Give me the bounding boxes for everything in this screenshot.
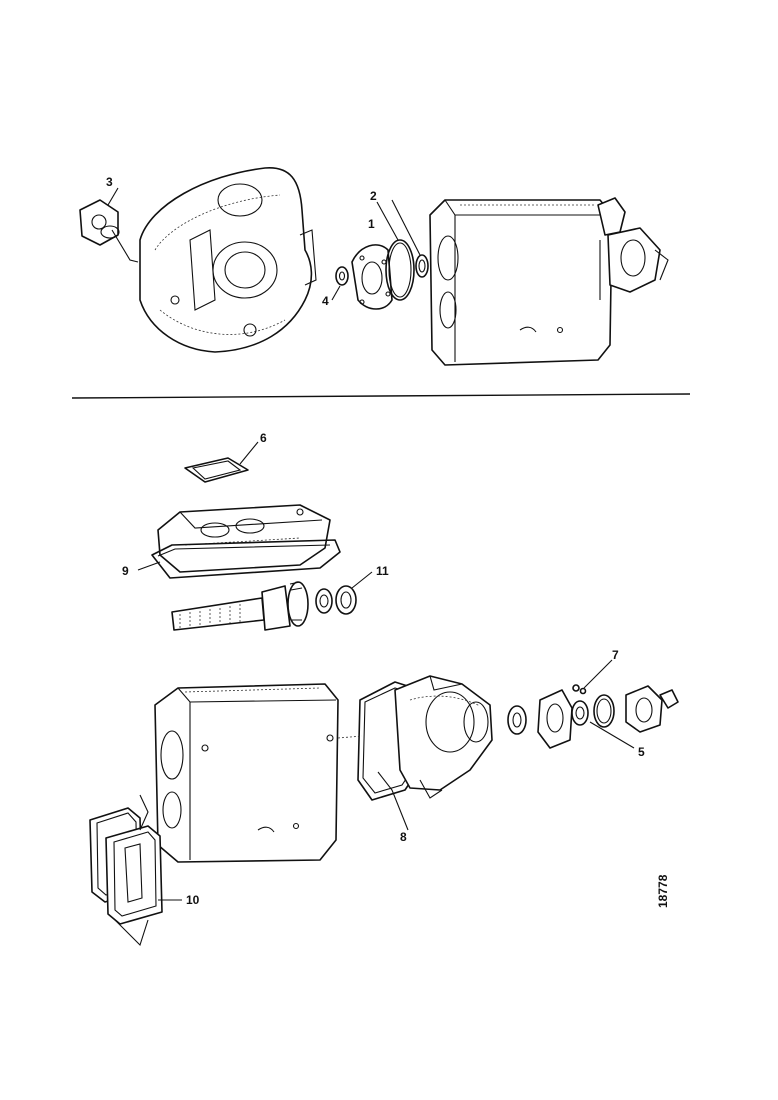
shaft-bearing [315,588,333,614]
part-6-gasket [184,457,249,483]
part-10-side-covers [89,807,163,925]
part-3-flange [79,199,120,246]
callout-6: 6 [260,431,267,445]
callout-9: 9 [122,564,129,578]
part-1-o-ring [385,239,415,301]
callout-2: 2 [370,189,377,203]
gearbox-housing-upper [429,199,613,366]
figure-reference-number: 18778 [656,874,670,908]
part-4-ring [335,266,349,286]
retaining-ring [593,694,615,728]
top-cover [157,504,331,573]
rear-housing [394,675,493,799]
callout-5: 5 [638,745,645,759]
callout-11: 11 [376,564,389,578]
rear-flange [537,689,573,749]
lower-assembly: 6 9 11 7 5 8 10 [89,431,679,947]
upper-assembly: 3 2 1 4 [79,167,669,366]
callout-3: 3 [106,175,113,189]
part-2-bearing [415,254,429,278]
callout-7: 7 [612,648,619,662]
callout-1: 1 [368,217,375,231]
part-11-seal [335,585,357,615]
gearbox-housing-lower [154,683,339,863]
part-9-cover-gasket [151,539,341,579]
callout-8: 8 [400,830,407,844]
part-5-seal [571,700,589,726]
callout-4: 4 [322,294,329,308]
bell-housing [139,167,317,353]
output-yoke [625,685,679,733]
output-flange-upper [597,197,669,300]
callout-10: 10 [186,893,200,907]
cover-plate [351,244,393,310]
part-7-small-ring [572,684,587,695]
rear-bearing [507,705,527,735]
section-divider [71,393,691,399]
shaft-gear [171,581,309,631]
